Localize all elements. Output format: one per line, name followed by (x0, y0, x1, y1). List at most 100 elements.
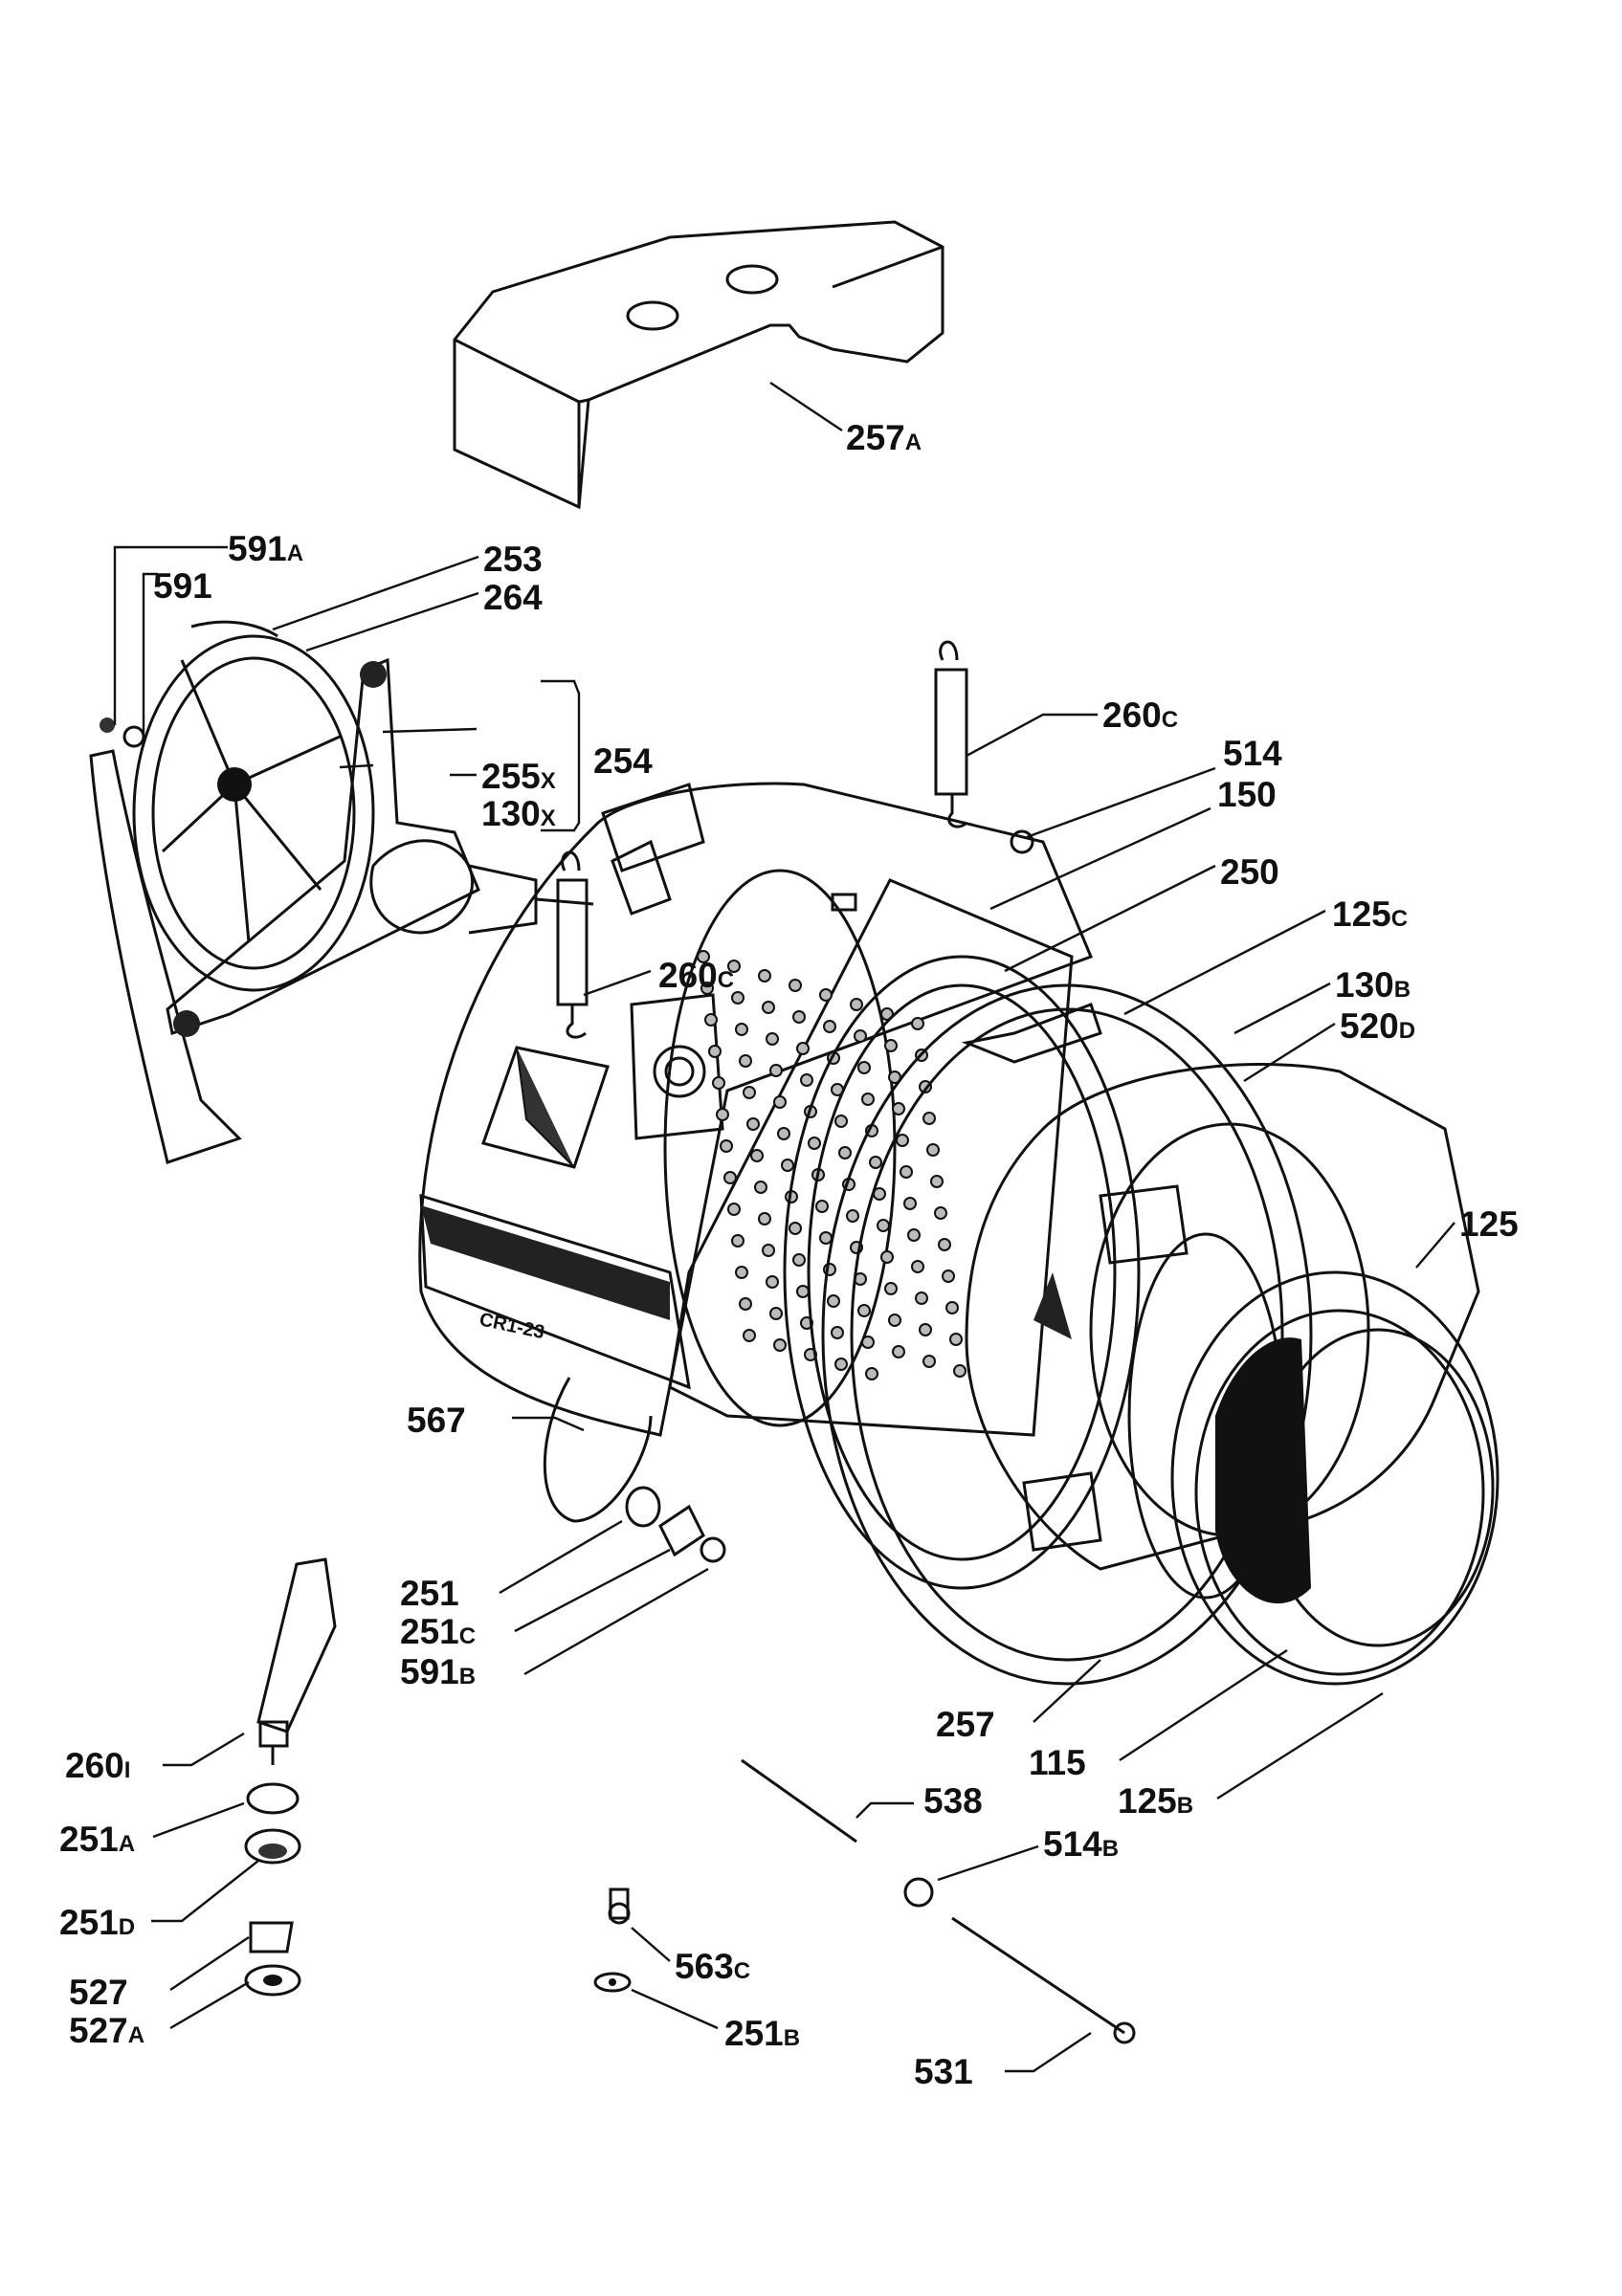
label-125b: 125B (1118, 1781, 1193, 1821)
drum-perforation-dot (857, 1304, 871, 1317)
drum-perforation-dot (838, 1146, 852, 1159)
drive-belt-part (89, 620, 278, 1164)
drum-perforation-dot (723, 1171, 737, 1184)
label-150: 150 (1217, 775, 1277, 814)
drum-perforation-dot (766, 1275, 779, 1289)
drum-perforation-dot (773, 1338, 787, 1352)
label-254: 254 (593, 741, 653, 781)
drum-perforation-dot (900, 1165, 913, 1179)
drum-perforation-dot (697, 950, 710, 963)
drum-perforation-dot (854, 1029, 867, 1043)
label-251b: 251B (724, 2014, 800, 2053)
drum-perforation-dot (861, 1336, 875, 1349)
drum-perforation-dot (758, 969, 771, 982)
drum-perforations (697, 950, 967, 1380)
drum-perforation-dot (823, 1020, 836, 1033)
drum-perforation-dot (727, 1203, 741, 1216)
drum-perforation-dot (903, 1197, 917, 1210)
drum-perforation-dot (777, 1127, 790, 1140)
drum-perforation-dot (907, 1228, 921, 1242)
label-260i: 260I (65, 1746, 130, 1785)
label-520d: 520D (1340, 1006, 1415, 1046)
drum-perforation-dot (773, 1095, 787, 1109)
drum-perforation-dot (850, 998, 863, 1011)
door-seal-part (1127, 1232, 1500, 1686)
drum-perforation-dot (919, 1323, 932, 1336)
drum-perforation-dot (819, 988, 833, 1002)
drum-perforation-dot (949, 1333, 963, 1346)
drum-perforation-dot (926, 1143, 940, 1157)
drum-perforation-dot (743, 1329, 756, 1342)
drum-perforation-dot (953, 1364, 967, 1378)
drum-perforation-dot (892, 1345, 905, 1358)
label-255x: 255X (481, 757, 556, 796)
drum-perforation-dot (754, 1181, 767, 1194)
drum-perforation-dot (846, 1209, 859, 1223)
drum-perforation-dot (800, 1073, 813, 1087)
drum-perforation-dot (735, 1023, 748, 1036)
drum-perforation-dot (727, 960, 741, 973)
label-251a: 251A (59, 1820, 135, 1859)
drum-perforation-dot (739, 1054, 752, 1068)
drum-perforation-dot (796, 1042, 810, 1055)
drum-perforation-dot (819, 1231, 833, 1245)
drum-perforation-dot (750, 1149, 764, 1162)
drum-perforation-dot (762, 1244, 775, 1257)
drum-perforation-dot (792, 1253, 806, 1267)
label-563c: 563C (675, 1947, 750, 1986)
inner-drum-part (663, 869, 1074, 1437)
tub-front-assembly-part (783, 955, 1313, 1686)
drum-spider-part (166, 657, 594, 1037)
drum-perforation-dot (700, 982, 714, 995)
label-250: 250 (1220, 852, 1279, 892)
label-260c-mid: 260C (658, 956, 734, 995)
drum-perforation-dot (720, 1139, 733, 1153)
drum-perforation-dot (877, 1219, 890, 1232)
drum-perforation-dot (942, 1269, 955, 1283)
label-257a: 257A (846, 418, 922, 457)
hose-and-bearings-part (543, 1377, 726, 1563)
drum-perforation-dot (708, 1045, 722, 1058)
drum-perforation-dot (739, 1297, 752, 1311)
shock-absorber-part (244, 1557, 337, 1997)
label-531: 531 (914, 2052, 973, 2091)
label-264: 264 (483, 578, 543, 617)
drum-perforation-dot (938, 1238, 951, 1251)
drum-perforation-dot (861, 1093, 875, 1106)
drum-perforation-dot (911, 1260, 924, 1273)
suspension-springs-part (556, 640, 1034, 1039)
label-591a: 591A (228, 529, 303, 568)
tub-stamp-text: CR1-23 (478, 1309, 546, 1343)
label-130b: 130B (1335, 965, 1411, 1004)
leader-lines (113, 382, 1455, 2073)
drum-perforation-dot (789, 1222, 802, 1235)
label-125c: 125C (1332, 894, 1408, 934)
drum-perforation-dot (834, 1358, 848, 1371)
label-567: 567 (407, 1401, 466, 1440)
drum-perforation-dot (930, 1175, 944, 1188)
drum-pulley-part (132, 634, 375, 992)
drum-perforation-dot (704, 1013, 718, 1027)
drum-perforation-dot (884, 1039, 898, 1052)
label-538: 538 (923, 1781, 983, 1821)
drum-perforation-dot (716, 1108, 729, 1121)
drum-perforation-dot (922, 1355, 936, 1368)
drum-perforation-dot (781, 1159, 794, 1172)
drum-perforation-dot (922, 1112, 936, 1125)
drum-perforation-dot (869, 1156, 882, 1169)
counterweight-top-part (453, 220, 944, 510)
drum-perforation-dot (731, 991, 744, 1004)
label-125: 125 (1459, 1204, 1519, 1244)
drum-perforation-dot (792, 1010, 806, 1024)
drum-perforation-dot (712, 1076, 725, 1090)
label-514b: 514B (1043, 1824, 1119, 1864)
drum-perforation-dot (865, 1367, 878, 1380)
label-115: 115 (1029, 1743, 1086, 1782)
drum-perforation-dot (743, 1086, 756, 1099)
drum-perforation-dot (808, 1137, 821, 1150)
drum-perforation-dot (746, 1117, 760, 1131)
outer-tub-part (418, 782, 1093, 1437)
label-527: 527 (69, 1973, 128, 2012)
drum-perforation-dot (884, 1282, 898, 1295)
